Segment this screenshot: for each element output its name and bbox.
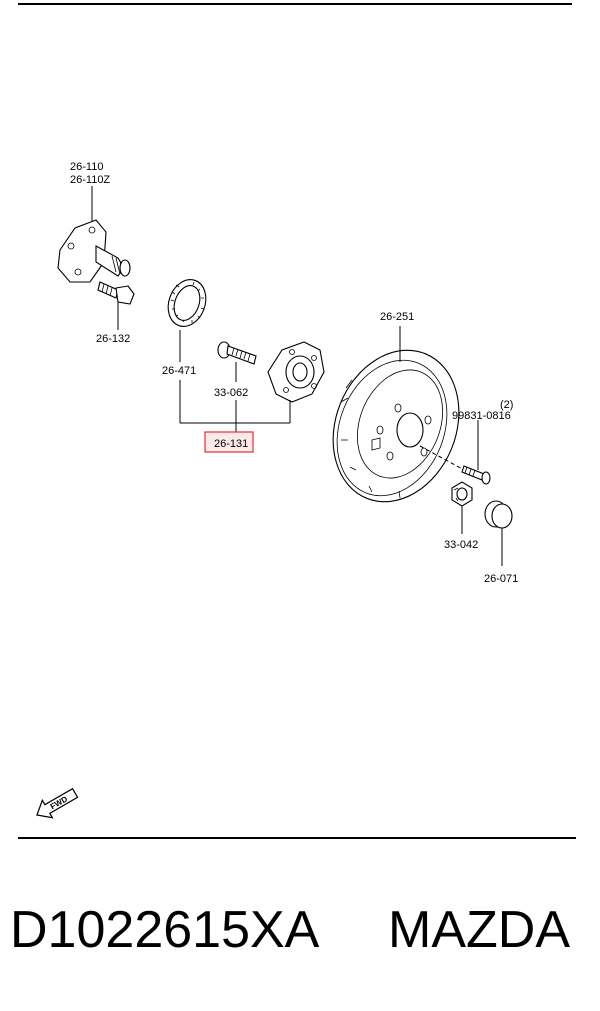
knuckle-bolt-part xyxy=(97,281,135,305)
fwd-arrow-icon: FWD xyxy=(36,787,79,819)
hub-assembly-highlight xyxy=(204,431,254,453)
label-abs-ring: 26-471 xyxy=(162,365,196,377)
hub-bolt-part xyxy=(217,341,257,365)
brand-text: MAZDA xyxy=(388,901,570,959)
label-grease-cap: 26-071 xyxy=(484,573,518,585)
knuckle-part xyxy=(57,219,131,283)
label-knuckle-a: 26-110 xyxy=(70,161,103,173)
label-brake-drum: 26-251 xyxy=(380,311,414,323)
label-knuckle-b: 26-110Z xyxy=(70,174,110,186)
label-hub-bolt: 33-062 xyxy=(214,387,248,399)
label-screw-qty: (2) xyxy=(500,399,513,411)
label-knuckle-bolt: 26-132 xyxy=(96,333,130,345)
label-lock-nut: 33-042 xyxy=(444,539,478,551)
label-hub-assembly: 26-131 xyxy=(214,438,248,450)
label-screw: 99831-0816 xyxy=(452,410,511,422)
abs-ring-part xyxy=(167,279,207,327)
lock-nut-part xyxy=(451,481,473,507)
grease-cap-part xyxy=(484,500,513,529)
screw-part xyxy=(461,465,491,485)
axis-dashed-line xyxy=(419,445,469,473)
exploded-parts-diagram: 26-110 26-110Z 26-132 26-471 33-062 26 xyxy=(18,3,576,839)
hub-flange-part xyxy=(267,341,325,403)
part-code-text: D1022615XA xyxy=(10,901,320,959)
brake-drum-part xyxy=(332,349,460,503)
